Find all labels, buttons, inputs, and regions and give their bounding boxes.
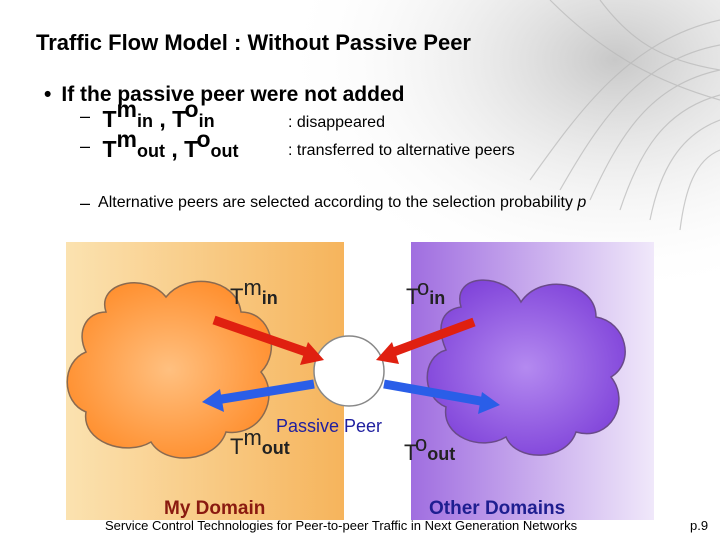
label-t-m-out: Tmout — [230, 425, 290, 460]
label-t-o-in: Toin — [406, 275, 446, 310]
term-base: T — [184, 136, 197, 162]
term-separator: , — [164, 136, 185, 162]
note-disappeared: : disappeared — [288, 114, 385, 131]
traffic-flow-diagram: Tmin Toin Tmout Toout Passive Peer My Do… — [66, 242, 654, 520]
traffic-line-transferred: – Tmout , Toout — [80, 126, 239, 163]
label-sup: o — [415, 431, 428, 456]
slide-title: Traffic Flow Model : Without Passive Pee… — [36, 30, 471, 55]
page-number: p.9 — [690, 518, 709, 533]
term-sub: in — [136, 111, 153, 131]
main-bullet: • If the passive peer were not added — [44, 83, 404, 107]
term-base: T — [102, 136, 117, 162]
other-domains-label: Other Domains — [429, 498, 566, 519]
probability-symbol: p — [577, 194, 587, 211]
term-sup: o — [184, 96, 199, 122]
bullet-text: If the passive peer were not added — [61, 83, 405, 106]
term-base: T — [172, 106, 185, 132]
label-sup: m — [243, 425, 262, 450]
term-sup: o — [196, 126, 211, 152]
arrow-other-domain-out — [383, 379, 500, 414]
arrow-other-domain-in — [376, 317, 476, 364]
my-domain-label: My Domain — [164, 498, 266, 519]
term-sup: m — [116, 96, 137, 122]
other-domain-cloud — [426, 279, 626, 456]
note-transferred: : transferred to alternative peers — [288, 142, 515, 159]
label-base: T — [404, 440, 415, 465]
term-sub: out — [210, 141, 239, 161]
dash-marker: – — [80, 106, 91, 126]
label-sub: out — [427, 444, 456, 464]
term-sub: out — [136, 141, 165, 161]
dash-marker: – — [80, 193, 91, 213]
bullet-dot: • — [44, 83, 52, 106]
alternative-peers-sentence: Alternative peers are selected according… — [98, 193, 618, 213]
passive-peer-node — [313, 335, 385, 407]
label-sub: in — [429, 288, 446, 308]
dash-marker: – — [80, 136, 91, 156]
label-sub: out — [261, 438, 290, 458]
alternative-peers-text: –Alternative peers are selected accordin… — [80, 193, 618, 213]
label-sup: o — [417, 275, 430, 300]
traffic-line-disappeared: – Tmin , Toin — [80, 96, 215, 133]
arrow-my-domain-in — [212, 315, 324, 365]
label-base: T — [230, 434, 244, 459]
label-sup: m — [243, 275, 262, 300]
label-sub: in — [261, 288, 278, 308]
label-t-o-out: Toout — [404, 431, 456, 466]
term-sub: in — [198, 111, 215, 131]
passive-peer-label: Passive Peer — [276, 416, 383, 436]
arrow-my-domain-out — [202, 379, 315, 412]
label-base: T — [230, 284, 244, 309]
term-sup: m — [116, 126, 137, 152]
footer-text: Service Control Technologies for Peer-to… — [105, 518, 578, 533]
term-base: T — [102, 106, 117, 132]
label-t-m-in: Tmin — [230, 275, 278, 310]
alt-sentence-text: Alternative peers are selected according… — [98, 194, 573, 211]
term-separator: , — [152, 106, 173, 132]
diagram-graphic — [66, 242, 654, 520]
label-base: T — [406, 284, 417, 309]
